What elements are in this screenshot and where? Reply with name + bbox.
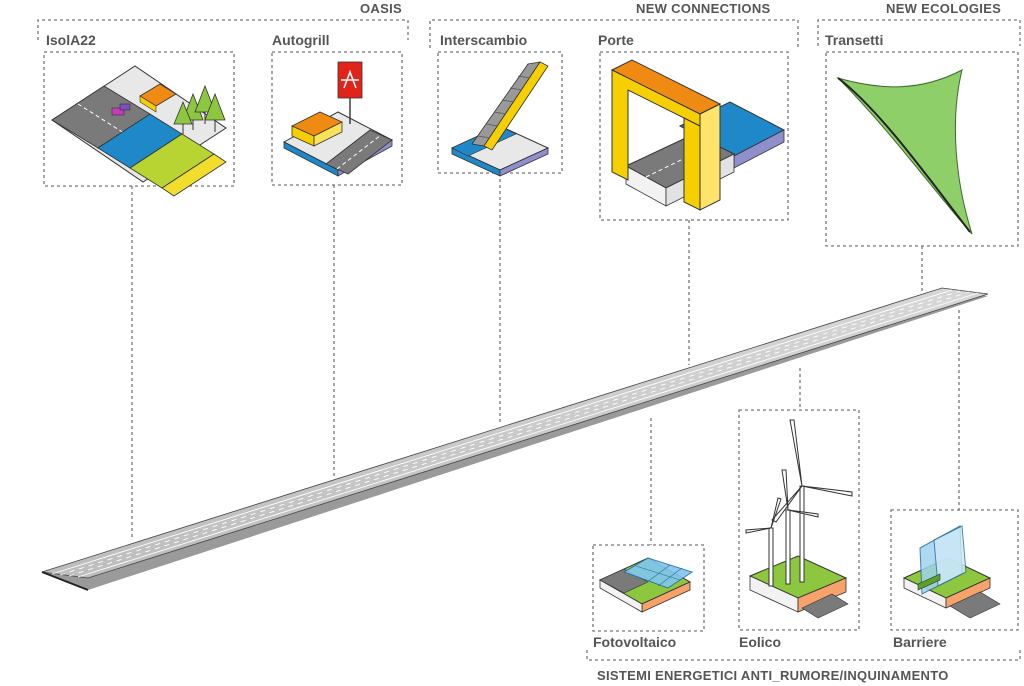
box-barriere — [890, 509, 1019, 631]
group-title-new-connections: NEW CONNECTIONS — [636, 1, 771, 16]
highway — [41, 287, 989, 591]
label-autogrill: Autogrill — [272, 32, 330, 48]
group-title-energy-systems: SISTEMI ENERGETICI ANTI_RUMORE/INQUINAME… — [597, 668, 949, 683]
porte-illustration — [610, 59, 786, 211]
interscambio-illustration — [450, 61, 550, 177]
label-isola22: IsolA22 — [46, 32, 96, 48]
label-transetti: Transetti — [825, 32, 884, 48]
group-title-new-ecologies: NEW ECOLOGIES — [886, 1, 1002, 16]
label-fotovoltaico: Fotovoltaico — [593, 634, 677, 650]
fotovoltaico-illustration — [598, 557, 694, 613]
group-bracket-new-ecologies — [817, 19, 1021, 46]
box-eolico — [738, 409, 860, 631]
group-bracket-oasis — [37, 19, 409, 40]
transetti-illustration — [836, 69, 973, 235]
box-fotovoltaico — [592, 544, 705, 632]
group-bracket-new-connections — [429, 19, 799, 48]
barriere-illustration — [902, 525, 1001, 619]
box-porte — [599, 51, 789, 221]
connector-lines — [131, 173, 960, 545]
label-eolico: Eolico — [739, 634, 782, 650]
label-barriere: Barriere — [893, 634, 947, 650]
autogrill-illustration — [282, 61, 394, 177]
group-bracket-energy — [586, 650, 1021, 661]
eolico-illustration — [745, 419, 853, 619]
isola22-illustration — [51, 65, 227, 197]
label-interscambio: Interscambio — [440, 32, 528, 48]
group-title-oasis: OASIS — [360, 1, 402, 16]
label-porte: Porte — [598, 32, 634, 48]
